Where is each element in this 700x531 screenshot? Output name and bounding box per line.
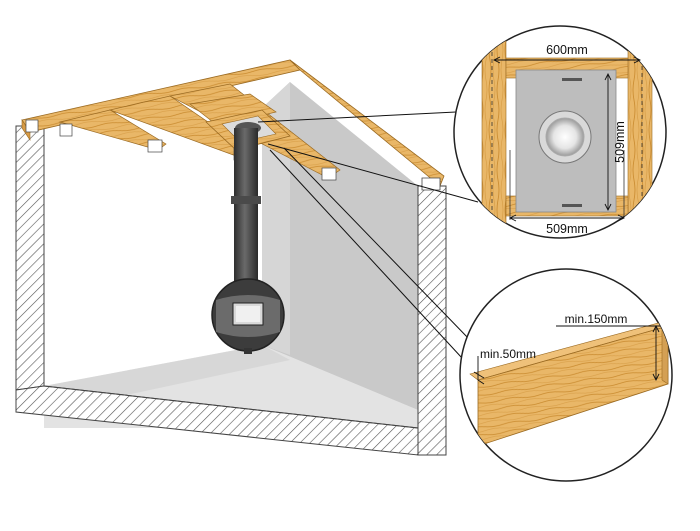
dimension-label-509-vertical: 509mm: [613, 121, 627, 163]
trimmer-right: [627, 26, 653, 238]
dimension-label-509-horizontal: 509mm: [546, 222, 588, 236]
right-wall: [417, 185, 447, 456]
left-wall: [15, 125, 45, 391]
callout-line: [283, 147, 471, 341]
floor-shadow: [44, 345, 290, 405]
flue-pipe: [234, 128, 258, 298]
dimension-label-min-50: min.50mm: [480, 347, 536, 361]
ceiling-joist: [189, 93, 277, 127]
hanging-stove: [211, 122, 285, 354]
ceiling-joist: [58, 109, 167, 151]
dimension-label-600: 600mm: [546, 43, 588, 57]
callout-line: [257, 111, 457, 123]
dimension-label-min-150: min.150mm: [565, 312, 628, 326]
callout-line: [269, 149, 463, 359]
detail-top-view: 600mm 509mm 509mm: [453, 25, 667, 239]
callout-line: [267, 143, 479, 203]
trimmer-left: [481, 26, 507, 238]
detail-beam-section: min.150mm min.50mm: [459, 268, 673, 482]
